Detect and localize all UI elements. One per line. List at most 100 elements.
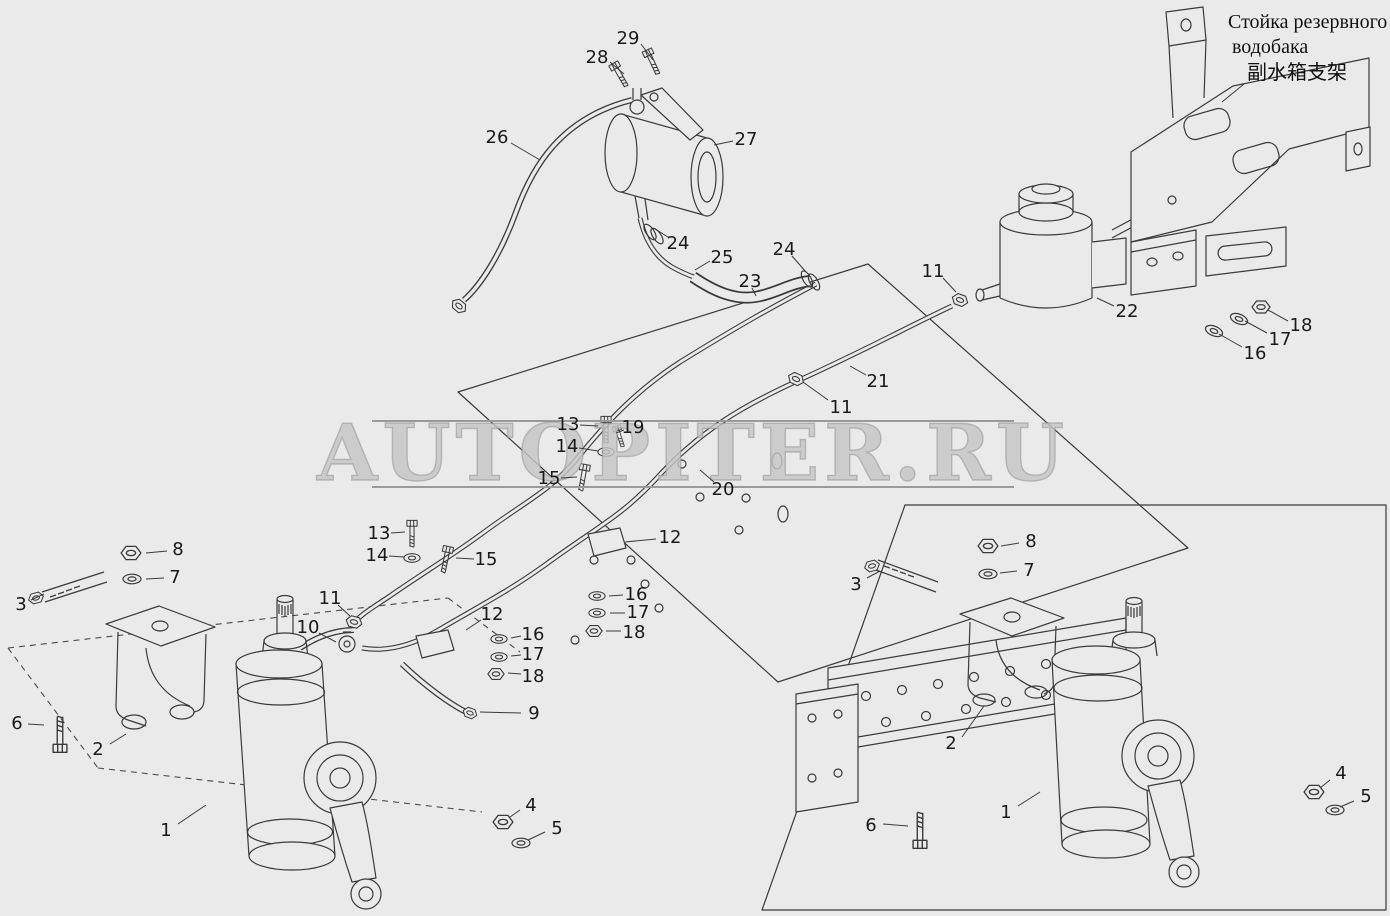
callout-label-21-13: 21 [867, 371, 890, 392]
callout-label-7-28: 7 [1023, 560, 1034, 581]
callout-leader-4-48 [1319, 779, 1331, 789]
callout-leader-3-26 [30, 593, 45, 601]
washer-16-a [588, 591, 606, 601]
callout-leader-13-15 [579, 424, 599, 427]
steering-gear-left [235, 594, 382, 910]
washer-14-b [403, 553, 421, 563]
hose-9 [399, 661, 479, 721]
callout-leader-12-20 [624, 538, 657, 543]
callout-leader-27-3 [713, 140, 734, 146]
banjo-bolt-10 [338, 631, 356, 653]
callout-label-24-7: 24 [773, 239, 796, 260]
callout-label-1-47: 1 [1000, 802, 1011, 823]
callout-leader-28-1 [609, 61, 625, 75]
callout-label-17-11: 17 [1269, 329, 1292, 350]
pipe-clamp-12-b [415, 629, 455, 659]
callout-label-26-2: 26 [486, 127, 509, 148]
callout-leader-18-38 [507, 672, 522, 675]
callout-label-4-48: 4 [1335, 763, 1346, 784]
callout-label-10-31: 10 [297, 617, 320, 638]
callout-label-1-43: 1 [160, 820, 171, 841]
callout-label-9-41: 9 [528, 703, 539, 724]
callout-leader-29-0 [640, 43, 654, 61]
callout-label-2-40: 2 [92, 739, 103, 760]
callout-label-12-35: 12 [481, 604, 504, 625]
return-hose-26 [448, 97, 633, 316]
callout-leader-15-23 [455, 557, 475, 560]
callout-label-18-38: 18 [522, 666, 545, 687]
callout-label-4-44: 4 [525, 795, 536, 816]
callout-label-16-32: 16 [625, 584, 648, 605]
callout-leader-12-35 [465, 619, 482, 631]
callout-leader-5-45 [527, 831, 546, 841]
callout-label-19-16: 19 [622, 417, 645, 438]
callout-leader-16-12 [1218, 333, 1243, 348]
callout-leader-2-42 [961, 705, 985, 738]
washer-16-bracket [1203, 322, 1225, 340]
callout-leader-23-6 [751, 287, 757, 297]
bolt-3-right [862, 558, 939, 593]
callout-leader-2-40 [109, 733, 127, 745]
callout-label-8-24: 8 [172, 539, 183, 560]
bolt-28 [608, 60, 632, 90]
callout-leader-10-31 [318, 632, 337, 643]
callout-label-17-37: 17 [522, 644, 545, 665]
callout-leader-8-24 [145, 550, 168, 554]
callout-label-22-9: 22 [1116, 301, 1139, 322]
callout-leader-3-29 [866, 570, 881, 579]
bracket-title-leader [1221, 83, 1245, 103]
bracket-title-ru-line2: водобака [1232, 36, 1308, 58]
callout-label-29-0: 29 [617, 28, 640, 49]
bolt-29 [641, 47, 664, 77]
frame-panel [457, 263, 1189, 683]
bolt-6-right [912, 811, 928, 850]
callout-label-16-36: 16 [522, 624, 545, 645]
bracket-title-zh: 副水箱支架 [1247, 61, 1347, 84]
callout-label-7-25: 7 [169, 567, 180, 588]
mount-bracket-2-left [105, 605, 216, 730]
callout-leader-8-27 [1000, 542, 1020, 547]
callout-label-20-19: 20 [712, 479, 735, 500]
steering-gear-right [1051, 596, 1200, 888]
callout-label-5-49: 5 [1360, 786, 1371, 807]
bracket-title: Стойка резервного водобака 副水箱支架 [1221, 11, 1387, 103]
callout-leader-14-17 [578, 447, 599, 452]
callout-label-13-15: 13 [557, 414, 580, 435]
callout-leader-14-22 [388, 555, 405, 558]
watermark-text: AUTOPITER.RU [316, 408, 1069, 499]
callout-label-23-6: 23 [739, 271, 762, 292]
callout-leader-20-19 [699, 469, 715, 483]
nut-4-left [492, 814, 514, 830]
callout-leader-15-18 [560, 476, 578, 479]
cylinder-27 [604, 87, 724, 221]
callout-leader-16-36 [510, 635, 522, 639]
callout-label-11-30: 11 [319, 588, 342, 609]
dashed-chassis-guides [7, 597, 521, 813]
callout-label-17-33: 17 [627, 602, 650, 623]
hydraulic-pipes-20-21 [298, 281, 954, 652]
bolt-6-left [52, 715, 68, 754]
callout-leader-26-2 [510, 142, 541, 161]
washer-16-b [490, 634, 508, 644]
callout-leader-22-9 [1096, 297, 1115, 307]
washer-7-right [978, 568, 998, 580]
callout-label-28-1: 28 [586, 47, 609, 68]
callout-leader-16-32 [608, 594, 624, 597]
callout-leader-24-4 [654, 228, 669, 238]
fitting-11-reservoir [950, 291, 970, 309]
callout-leader-25-5 [694, 260, 711, 271]
callout-leader-5-49 [1339, 800, 1355, 808]
callout-label-15-23: 15 [475, 549, 498, 570]
callout-leader-6-46 [882, 823, 909, 827]
washer-5-left [511, 837, 531, 849]
callout-label-25-5: 25 [711, 247, 734, 268]
callout-leader-7-25 [145, 577, 165, 580]
pipe-clamp-12-a [587, 527, 627, 557]
callout-leader-11-14 [802, 381, 829, 401]
callout-label-27-3: 27 [735, 129, 758, 150]
nut-18-a [585, 625, 603, 637]
callout-leader-9-41 [479, 711, 522, 714]
callout-leader-7-28 [999, 570, 1018, 574]
callout-label-5-45: 5 [551, 818, 562, 839]
